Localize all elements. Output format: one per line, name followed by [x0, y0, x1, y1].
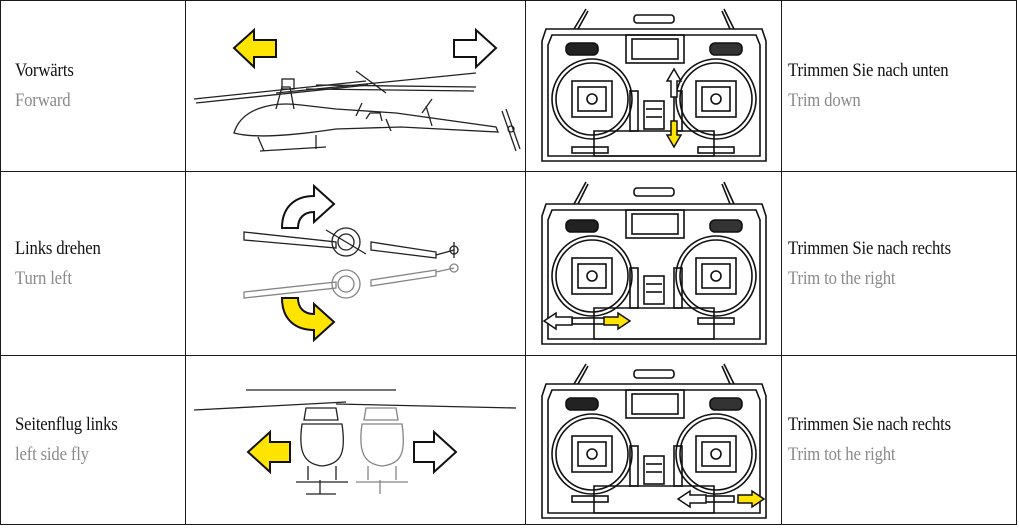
helicopter-side-illustration [193, 27, 521, 152]
trim-label-de: Trimmen Sie nach unten [788, 60, 949, 81]
arrow-left-icon [246, 429, 291, 475]
action-cell: Vorwärts Forward [0, 0, 186, 172]
trim-right-arrow-icon [542, 311, 632, 331]
trim-label-en: Trim tot he right [788, 444, 896, 465]
transmitter-icon [541, 363, 767, 519]
helicopter-icon [193, 70, 521, 152]
trim-cell: Trimmen Sie nach rechts Trim tot he righ… [781, 355, 1017, 525]
transmitter-icon [541, 181, 767, 345]
helicopter-illustration-cell [185, 0, 526, 172]
action-label-en: Forward [15, 90, 71, 111]
arrow-right-icon [453, 27, 498, 70]
table-row-forward: Vorwärts Forward [0, 0, 1017, 172]
rotate-arrow-icon [280, 297, 336, 343]
trim-label-de: Trimmen Sie nach rechts [788, 414, 951, 435]
action-label-en: left side fly [15, 444, 89, 465]
transmitter-icon [541, 8, 767, 162]
trim-right-arrow-icon [676, 489, 766, 509]
action-label-en: Turn left [15, 267, 72, 289]
trim-cell: Trimmen Sie nach unten Trim down [781, 0, 1017, 172]
action-label-de: Links drehen [15, 237, 101, 259]
helicopter-front-illustration [193, 389, 517, 495]
trim-down-arrow-icon [665, 67, 683, 149]
trim-label-de: Trimmen Sie nach rechts [788, 237, 951, 259]
trim-label-en: Trim to the right [788, 267, 896, 289]
trim-cell: Trimmen Sie nach rechts Trim to the righ… [781, 171, 1017, 356]
rotate-arrow-icon [280, 183, 336, 229]
helicopter-rotation-illustration [243, 183, 459, 343]
table-row-turn-left: Links drehen Turn left [0, 171, 1017, 356]
table-row-side-fly: Seitenflug links left side fly [0, 355, 1017, 525]
action-cell: Seitenflug links left side fly [0, 355, 186, 525]
helicopter-illustration-cell [185, 355, 526, 525]
action-cell: Links drehen Turn left [0, 171, 186, 356]
trim-label-en: Trim down [788, 90, 861, 111]
helicopter-icon [193, 389, 517, 495]
helicopter-illustration-cell [185, 171, 526, 356]
action-label-de: Seitenflug links [15, 414, 118, 435]
transmitter-illustration-cell [525, 0, 782, 172]
arrow-left-icon [232, 27, 277, 70]
arrow-right-icon [413, 429, 458, 475]
transmitter-illustration-cell [525, 355, 782, 525]
action-label-de: Vorwärts [15, 60, 74, 81]
helicopter-icon [243, 227, 459, 299]
transmitter-illustration-cell [525, 171, 782, 356]
